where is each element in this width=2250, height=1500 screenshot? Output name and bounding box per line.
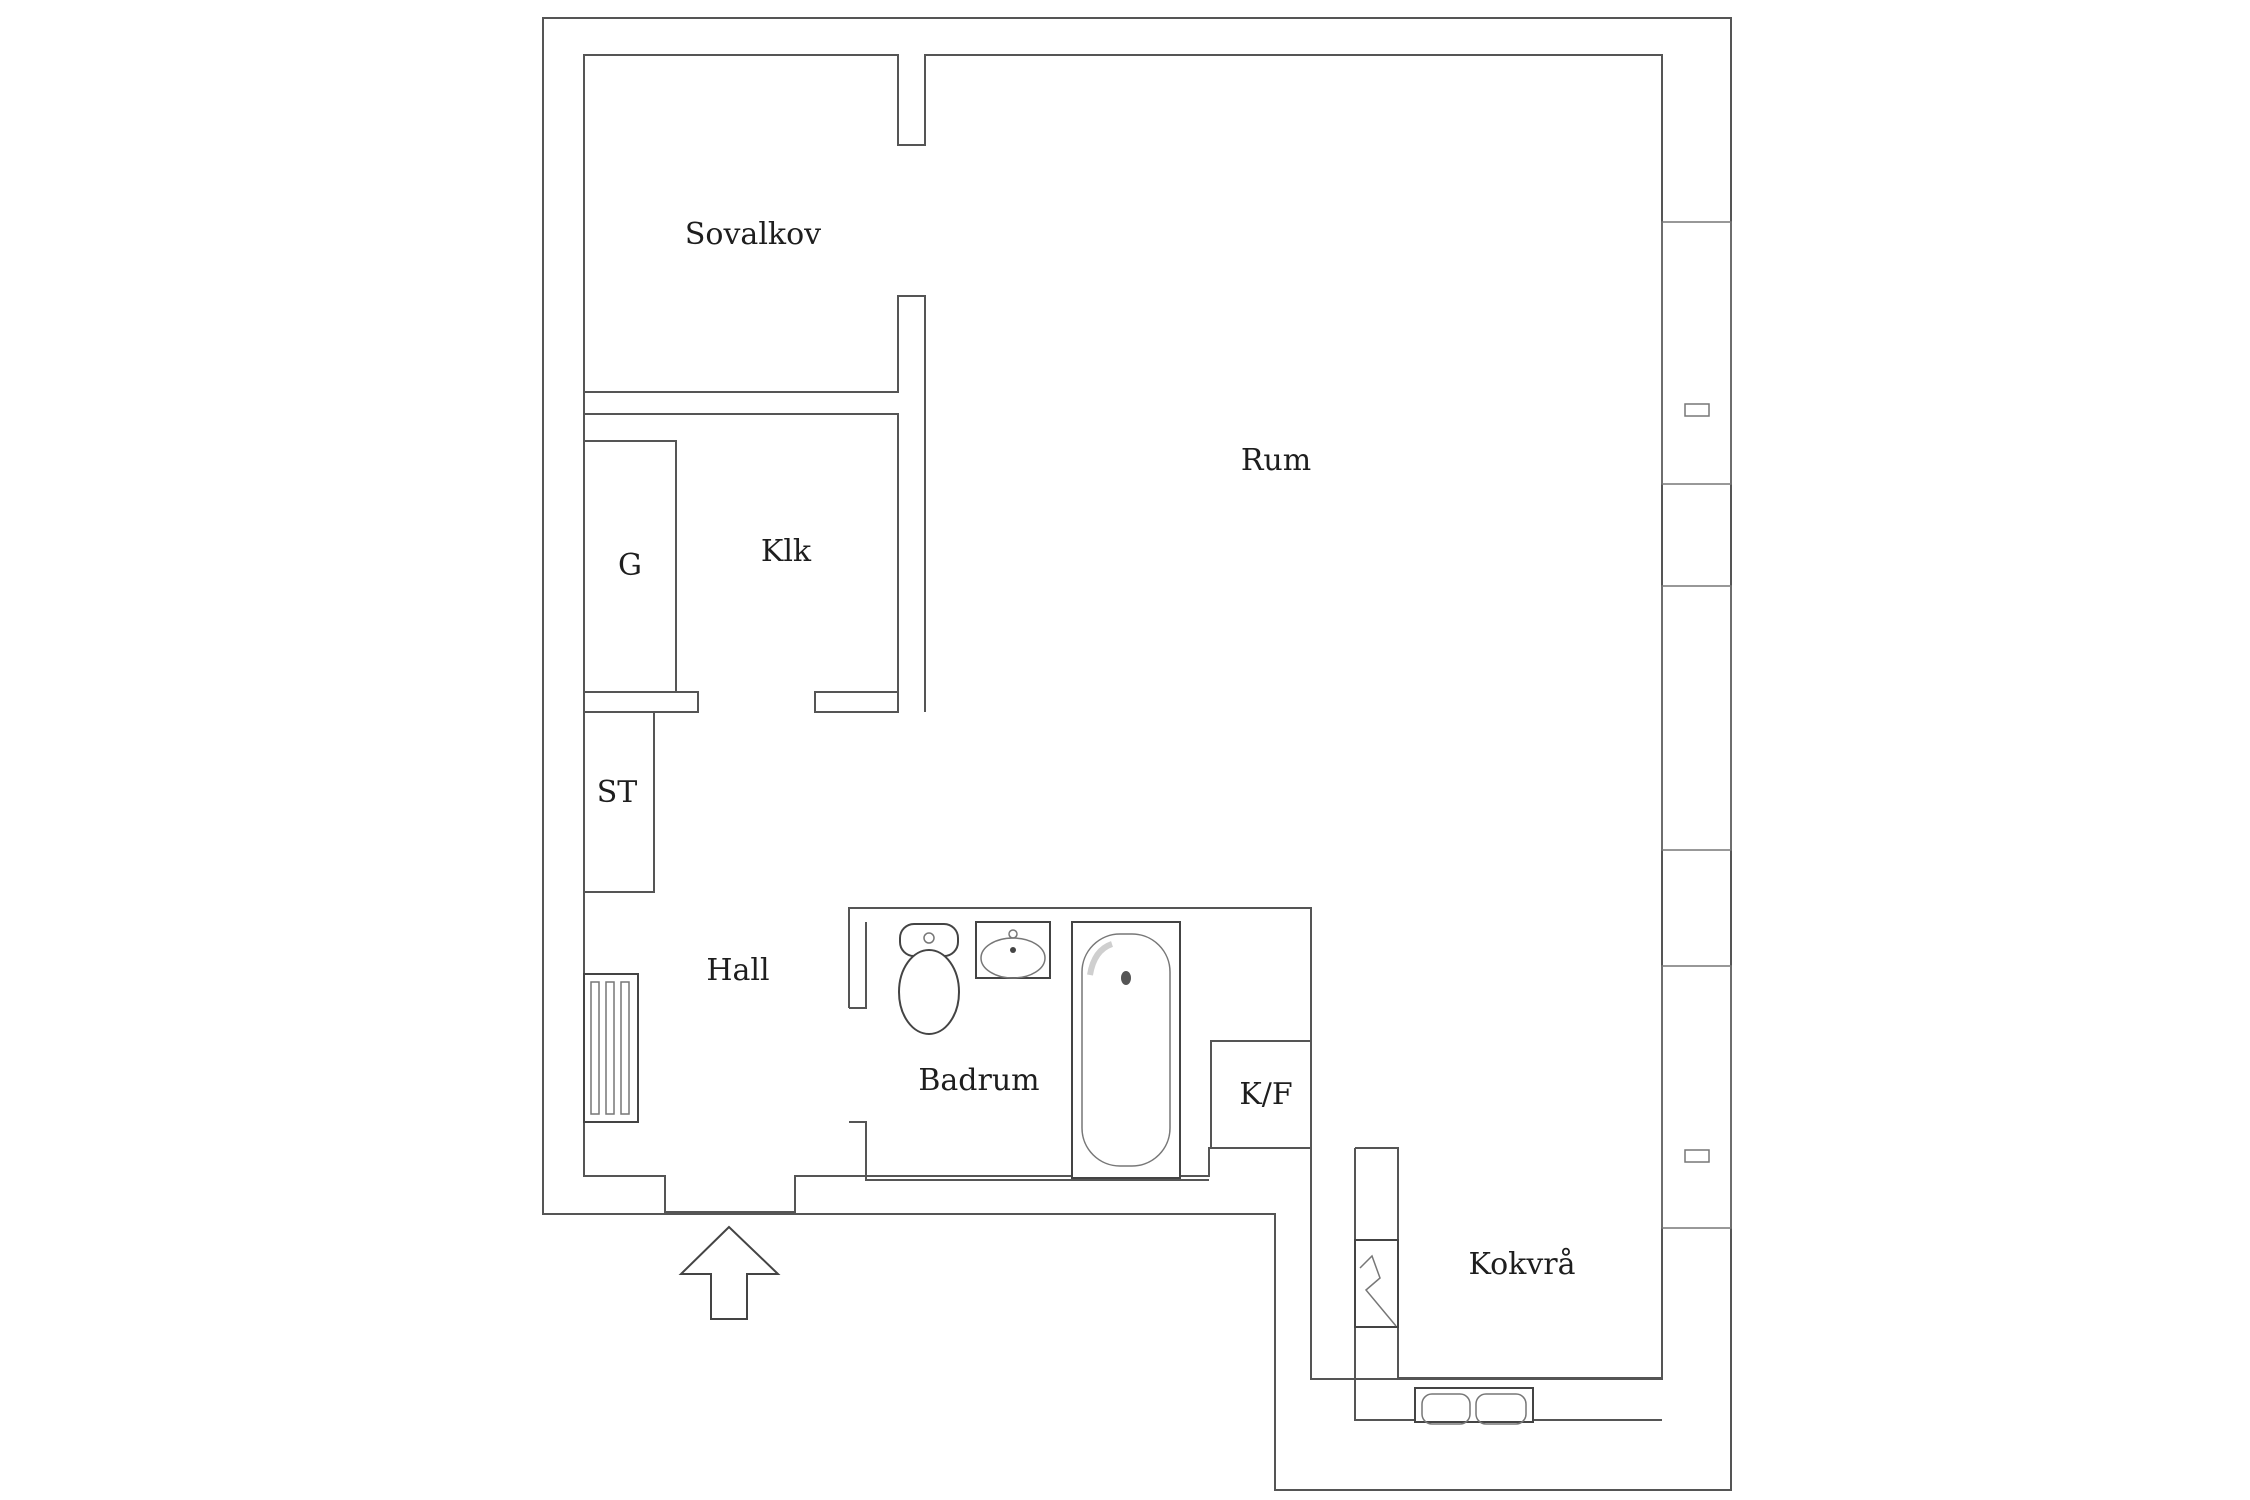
badrum-door-upper: [849, 922, 867, 1009]
badrum-wall-top: [848, 907, 1312, 1041]
room-label-klk: Klk: [761, 534, 812, 569]
room-label-kf: K/F: [1239, 1077, 1292, 1112]
kitchen-sink-icon: [1414, 1387, 1534, 1425]
toilet-icon: [898, 923, 960, 1035]
window-upper: [1661, 221, 1732, 485]
kitchen-counter-outer: [1354, 1148, 1662, 1421]
window-middle: [1661, 585, 1732, 851]
window-lower: [1661, 965, 1732, 1229]
room-label-g: G: [618, 548, 642, 583]
bathtub-icon: [1071, 921, 1181, 1179]
klk-wall: [584, 413, 899, 713]
window-latch-upper: [1684, 403, 1710, 417]
klk-door-stub: [584, 691, 699, 713]
sink-icon: [975, 921, 1051, 979]
room-label-badrum: Badrum: [918, 1063, 1039, 1098]
room-label-hall: Hall: [706, 953, 769, 988]
st-closet: [583, 711, 655, 893]
up-arrow-icon: [678, 1225, 781, 1320]
stove-icon: [1354, 1239, 1399, 1328]
window-latch-lower: [1684, 1149, 1710, 1163]
radiator-icon: [583, 973, 639, 1123]
room-label-rum: Rum: [1241, 443, 1311, 478]
room-label-sovalkov: Sovalkov: [685, 217, 821, 252]
windows: [1661, 221, 1732, 1229]
g-closet: [583, 440, 677, 693]
room-label-st: ST: [597, 775, 638, 810]
kf-box: [1210, 1040, 1312, 1149]
room-label-kokvra: Kokvrå: [1468, 1247, 1575, 1282]
badrum-wall-bottom: [849, 1121, 1209, 1181]
sovalkov-wall: [584, 295, 926, 712]
